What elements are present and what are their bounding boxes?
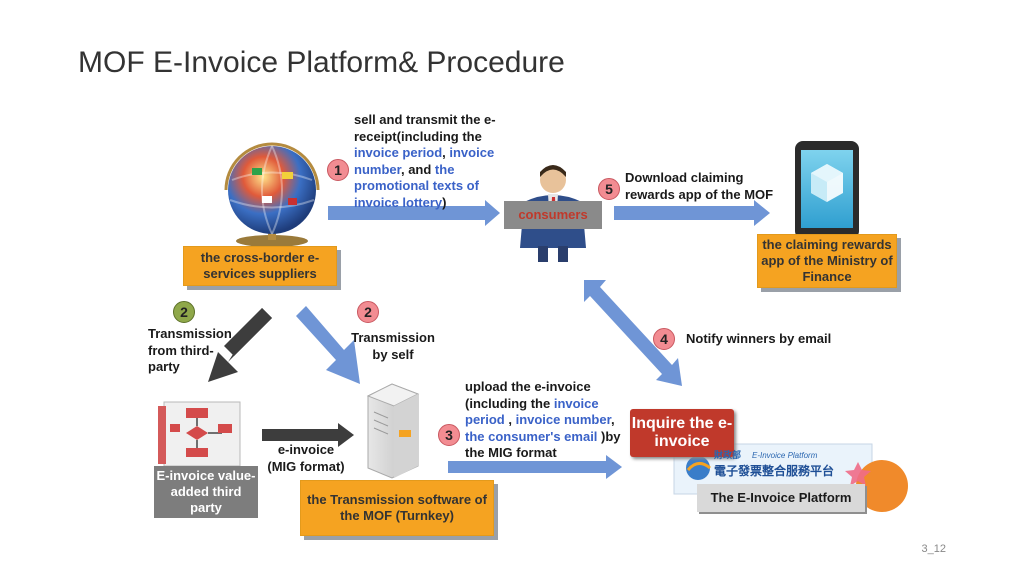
step1-text: sell and transmit the e- receipt(includi… [354,112,514,211]
platform-banner-zh: 電子發票整合服務平台 [714,464,835,478]
step1-line2: receipt(including the [354,128,482,144]
third-party-label: E-invoice value-added third party [154,466,258,518]
step1-line1: sell and transmit the e- [354,112,496,127]
page-title: MOF E-Invoice Platform& Procedure [78,46,565,79]
step3-including: (including the [465,395,554,411]
arrow-consumers-to-app [614,200,770,226]
suppliers-label: the cross-border e-services suppliers [183,246,337,286]
claiming-app-label: the claiming rewards app of the Ministry… [757,234,897,288]
step3-by: )by [597,428,621,444]
step4-badge: 4 [653,328,675,350]
step2-self-badge: 2 [357,301,379,323]
arrow-platform-consumers-bidirectional [584,280,682,386]
inquire-einvoice-button: Inquire the e-invoice [630,409,734,457]
step2-third-text: Transmission from third-party [148,326,232,374]
step4-text: Notify winners by email [686,331,832,346]
step3-period: period [465,412,505,427]
arrow-thirdparty-to-turnkey [262,423,354,447]
step3-comma: , [610,412,615,427]
step1-promotional: promotional texts of [354,178,479,193]
step3-badge: 3 [438,424,460,446]
arrow-supplier-to-thirdparty [208,308,272,382]
step3-invoice: invoice [553,395,599,411]
step3-consumer-email: the consumer's email [465,428,598,444]
step3-sep: , [504,412,516,427]
step1-number: number [354,161,401,177]
arrow-turnkey-to-platform [448,455,622,479]
platform-banner-top: 財政部 [714,451,742,461]
step1-invoice-lottery: invoice lottery [354,194,443,210]
step3-text: upload the e-invoice (including the invo… [465,379,627,462]
step1-close: ) [442,194,447,210]
step2-self-text: Transmission by self [351,330,435,362]
arrow-supplier-to-turnkey [296,306,360,384]
phone-icon [795,141,859,239]
consumers-label: consumers [504,201,602,229]
step1-and: , and [400,161,435,177]
einvoice-mig-text: e-invoice (MIG format) [267,442,345,474]
server-icon [366,383,420,479]
page-number: 3_12 [921,543,946,555]
turnkey-label: the Transmission software of the MOF (Tu… [300,480,494,536]
platform-banner-en: E-Invoice Platform [752,451,818,460]
platform-label: The E-Invoice Platform [697,484,865,512]
step2-third-badge: 2 [173,301,195,323]
step3-invoice-number: invoice number [515,412,611,427]
globe-icon [224,142,320,247]
arrow-supplier-to-consumers [328,200,500,226]
step1-invoice-period: invoice period [354,145,443,160]
step3-line1: upload the e-invoice [465,379,591,394]
step3-mig: the MIG format [465,445,557,460]
step5-badge: 5 [598,178,620,200]
flowchart-document-icon [158,401,241,467]
step1-invoice: invoice [449,145,495,160]
step1-badge: 1 [327,159,349,181]
step1-sep1: , [442,145,450,160]
step5-text: Download claiming rewards app of the MOF [625,170,774,202]
step1-the: the [434,161,455,177]
